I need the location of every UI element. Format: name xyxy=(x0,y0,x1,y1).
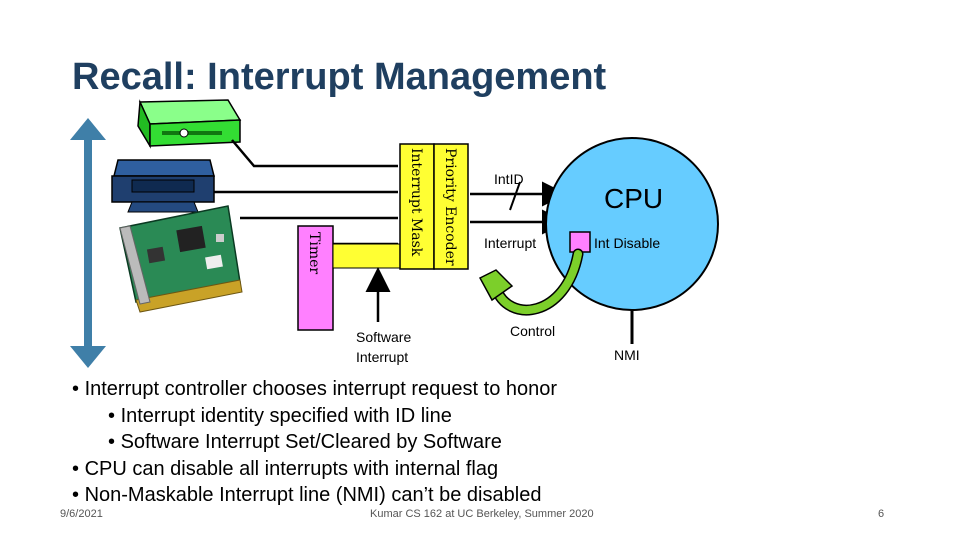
timer-connector xyxy=(332,243,403,269)
bullet-item: • CPU can disable all interrupts with in… xyxy=(72,457,499,480)
priority-encoder-label: Priority Encoder xyxy=(442,148,458,266)
footer-center: Kumar CS 162 at UC Berkeley, Summer 2020 xyxy=(370,508,594,520)
footer-date: 9/6/2021 xyxy=(60,508,103,520)
control-label: Control xyxy=(510,323,555,339)
software-interrupt-label-2: Interrupt xyxy=(356,349,408,365)
network-card-icon xyxy=(119,205,243,313)
control-arrow xyxy=(478,248,584,316)
slide-title: Recall: Interrupt Management xyxy=(72,56,607,98)
int-disable-label: Int Disable xyxy=(594,235,660,251)
bullet-item: • Interrupt identity specified with ID l… xyxy=(108,404,452,427)
cdrom-line xyxy=(231,139,398,168)
cpu-label: CPU xyxy=(604,183,663,214)
page-number: 6 xyxy=(878,508,885,520)
bullet-item: • Software Interrupt Set/Cleared by Soft… xyxy=(108,431,502,453)
bus-arrow xyxy=(70,118,106,368)
timer-box: Timer xyxy=(297,225,334,331)
printer-icon xyxy=(111,159,215,213)
interrupt-label: Interrupt xyxy=(484,235,536,251)
interrupt-mask-box: Interrupt Mask xyxy=(399,143,435,270)
interrupt-diagram: Timer Interrupt Mask Priority Encoder In… xyxy=(70,99,719,368)
bullet-item: • Interrupt controller chooses interrupt… xyxy=(72,378,558,400)
interrupt-mask-label: Interrupt Mask xyxy=(408,148,424,257)
bullet-list: • Interrupt controller chooses interrupt… xyxy=(72,376,557,509)
intid-label: IntID xyxy=(494,171,524,187)
software-interrupt-label-1: Software xyxy=(356,329,411,345)
priority-encoder-box: Priority Encoder xyxy=(433,143,469,270)
cdrom-drive-icon xyxy=(137,99,242,149)
timer-label: Timer xyxy=(306,232,322,274)
nmi-label: NMI xyxy=(614,347,640,363)
bullet-item: • Non-Maskable Interrupt line (NMI) can’… xyxy=(72,484,542,506)
